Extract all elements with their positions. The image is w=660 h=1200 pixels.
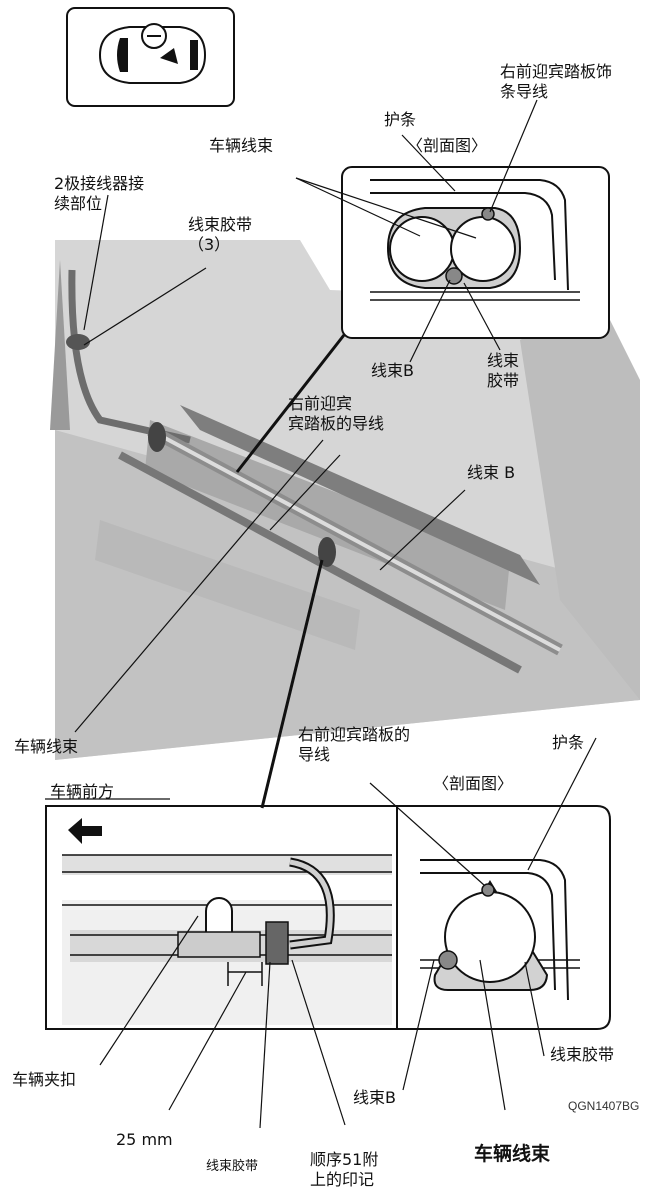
harness-b-main-label: 线束 B — [467, 463, 516, 482]
section-view-label-top: 〈剖面图〉 — [407, 136, 488, 155]
section-view-lower-right — [396, 805, 611, 1030]
vehicle-clip-label: 车辆夹扣 — [12, 1070, 77, 1089]
right-front-sill-wire-label: 右前迎宾 宾踏板的导线 — [288, 394, 385, 433]
main-photo — [50, 240, 640, 760]
garnish-label-top: 护条 — [384, 110, 417, 129]
harness-tape-lower-right-label: 线束胶带 — [550, 1045, 615, 1064]
harness-tape-3-label: 线束胶带 （3） — [188, 215, 253, 254]
harness-b-lower-label: 线束B — [353, 1088, 396, 1107]
connector-2pin-label: 2极接线器接 续部位 — [54, 174, 145, 213]
vehicle-harness-bottom-label: 车辆线束 — [474, 1143, 551, 1165]
sequence-mark-label: 顺序51附 上的印记 — [310, 1150, 379, 1189]
garnish-label-lower: 护条 — [552, 733, 585, 752]
vehicle-harness-left-label: 车辆线束 — [14, 737, 79, 756]
harness-tape-inset-label: 线束 胶带 — [487, 351, 520, 390]
vehicle-top-view-locator-icon — [66, 7, 235, 107]
right-front-sill-garnish-wire-label: 右前迎宾踏板饰 条导线 — [500, 62, 613, 101]
leader-lines — [45, 99, 597, 1129]
section-view-label-lower: 〈剖面图〉 — [433, 774, 514, 793]
harness-b-inset-label: 线束B — [371, 361, 414, 380]
section-view-top — [341, 166, 610, 339]
right-sill-wire-lower-label: 右前迎宾踏板的 导线 — [298, 725, 411, 764]
vehicle-harness-label-top: 车辆线束 — [209, 136, 274, 155]
harness-tape-bottom-label: 线束胶带 — [206, 1159, 259, 1174]
dimension-25mm-label: 25 mm — [116, 1130, 173, 1149]
vehicle-front-label: 车辆前方 — [50, 782, 115, 801]
detail-view-lower-left — [45, 805, 398, 1030]
figure-code-label: QGN1407BG — [568, 1099, 640, 1113]
front-direction-arrow-icon — [68, 818, 102, 844]
